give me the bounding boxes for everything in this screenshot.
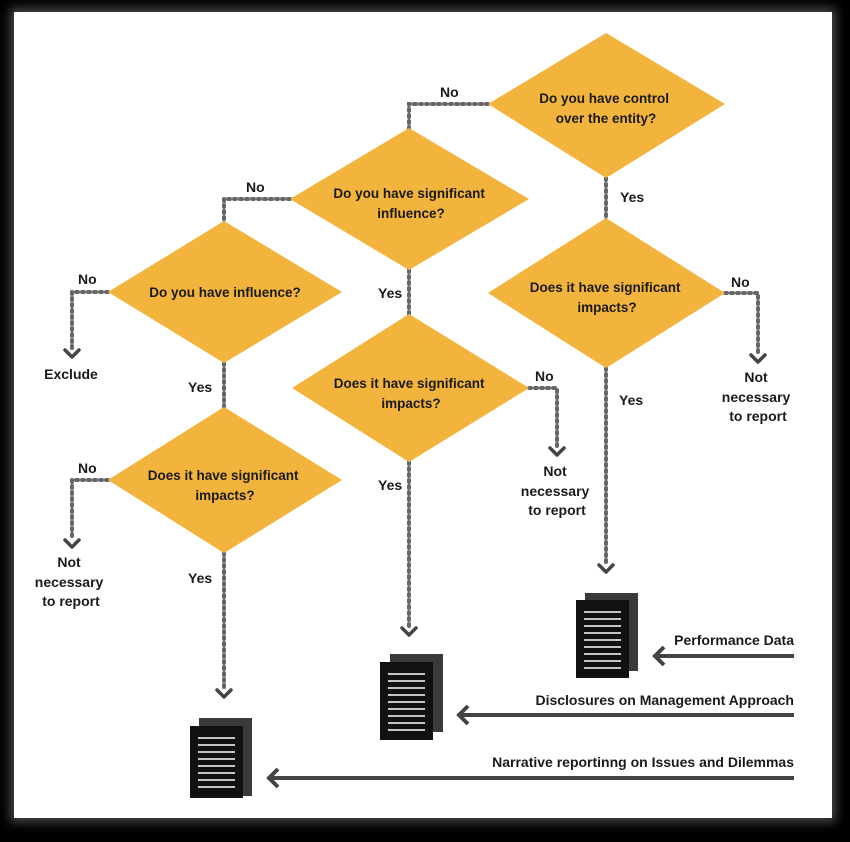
connector-q3-no [70,290,110,352]
output-dma: Disclosures on Management Approach [456,692,794,726]
decision-control [488,33,725,178]
decision-impacts-control [488,218,725,368]
label-yes: Yes [620,189,644,205]
connector-q6-no [70,478,110,542]
decision-influence [108,221,342,363]
document-icon [576,593,638,678]
arrowhead-icon [400,626,418,637]
label-no: No [78,460,97,476]
outcome-exclude: Exclude [44,366,98,382]
question-significant-influence: Do you have significant influence? [333,186,488,221]
label-yes: Yes [378,285,402,301]
arrow-left-icon [652,645,666,667]
question-control: Do you have control over the entity? [539,91,673,126]
question-impacts-influence: Does it have significant impacts? [148,468,303,503]
decision-impacts-influence [108,407,342,553]
label-no: No [535,368,554,384]
label-no: No [78,271,97,287]
label-yes: Yes [619,392,643,408]
decision-impacts-significant [292,314,529,462]
label-yes: Yes [188,379,212,395]
label-no: No [731,274,750,290]
label-yes: Yes [188,570,212,586]
arrowhead-icon [63,538,81,549]
label-yes: Yes [378,477,402,493]
arrowhead-icon [548,446,566,457]
question-impacts-control: Does it have significant impacts? [530,280,685,315]
outcome-not-necessary-influence: Not necessary to report [35,554,107,609]
output-performance-data: Performance Data [652,632,794,667]
arrowhead-icon [749,353,767,364]
label-narrative: Narrative reportinng on Issues and Dilem… [492,754,794,770]
outcome-not-necessary-significant: Not necessary to report [521,463,593,518]
arrowhead-icon [215,688,233,699]
question-influence: Do you have influence? [149,285,301,300]
connector-q5-no [527,386,559,450]
decision-significant-influence [290,128,529,270]
outcome-not-necessary-control: Not necessary to report [722,369,794,424]
label-no: No [246,179,265,195]
document-icon [380,654,443,740]
arrow-left-icon [266,767,280,789]
arrowhead-icon [63,348,81,359]
arrowhead-icon [597,563,615,574]
document-icon [190,718,252,798]
label-dma: Disclosures on Management Approach [535,692,794,708]
connector-q4-no [723,291,760,357]
arrow-left-icon [456,704,470,726]
label-performance-data: Performance Data [674,632,794,648]
output-narrative: Narrative reportinng on Issues and Dilem… [266,754,794,789]
label-no: No [440,84,459,100]
question-impacts-significant: Does it have significant impacts? [334,376,489,411]
